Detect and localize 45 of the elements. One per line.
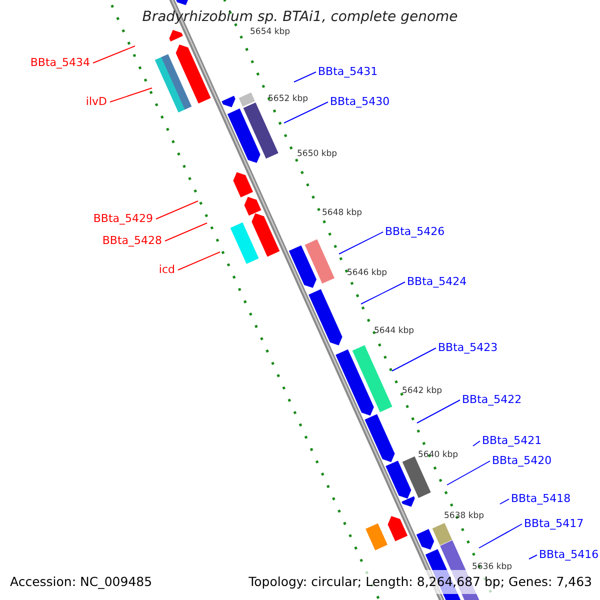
gene-label: BBta_5417 xyxy=(524,517,584,531)
leader-line xyxy=(110,88,152,102)
gene-label: BBta_5424 xyxy=(407,275,467,289)
leader-line xyxy=(360,282,406,304)
scale-label: 5650 kbp xyxy=(297,149,338,160)
leader-line xyxy=(284,102,328,124)
scale-label: 5652 kbp xyxy=(268,94,308,105)
leader-line xyxy=(178,252,220,270)
scale-label: 5648 kbp xyxy=(322,208,362,219)
accession-text: Accession: NC_009485 xyxy=(10,574,152,590)
leader-line xyxy=(392,348,436,372)
leader-line xyxy=(156,200,198,220)
scale-label: 5642 kbp xyxy=(402,386,442,397)
gene-label: BBta_5431 xyxy=(318,65,378,79)
leader-line xyxy=(294,72,316,82)
gene-label: BBta_5430 xyxy=(330,95,390,109)
gene-label: BBta_5416 xyxy=(539,548,599,562)
leader-line xyxy=(164,222,208,242)
scale-label: 5640 kbp xyxy=(418,450,458,461)
leader-line xyxy=(416,400,460,424)
genome-stats-text: Topology: circular; Length: 8,264,687 bp; Genes: 7,463 xyxy=(248,574,592,590)
leader-line xyxy=(338,232,384,254)
scale-label: 5654 kbp xyxy=(250,27,290,38)
leader-line xyxy=(528,554,538,560)
gene-label: BBta_5418 xyxy=(511,492,571,506)
gene-label: icd xyxy=(158,263,175,277)
leader-line xyxy=(92,46,136,64)
leader-line xyxy=(472,440,480,446)
gene-label: BBta_5428 xyxy=(102,234,162,248)
gene-label: ilvD xyxy=(86,95,107,109)
gene-label: BBta_5434 xyxy=(30,56,90,70)
scale-label: 5646 kbp xyxy=(347,268,388,279)
gene-label: BBta_5422 xyxy=(462,393,522,407)
leader-line xyxy=(500,498,510,504)
leader-line xyxy=(478,524,522,548)
gene-label: BBta_5420 xyxy=(492,454,552,468)
gene-label: BBta_5423 xyxy=(438,341,498,355)
gene-label: BBta_5421 xyxy=(482,434,542,448)
scale-label: 5638 kbp xyxy=(444,511,484,522)
scale-label: 5636 kbp xyxy=(472,562,512,573)
scale-label: 5644 kbp xyxy=(374,326,414,337)
gene-label: BBta_5426 xyxy=(385,225,445,239)
gene-label: BBta_5429 xyxy=(93,212,153,226)
map-title: Bradyrhizobium sp. BTAi1, complete genome xyxy=(141,8,459,26)
leader-line xyxy=(446,460,490,486)
